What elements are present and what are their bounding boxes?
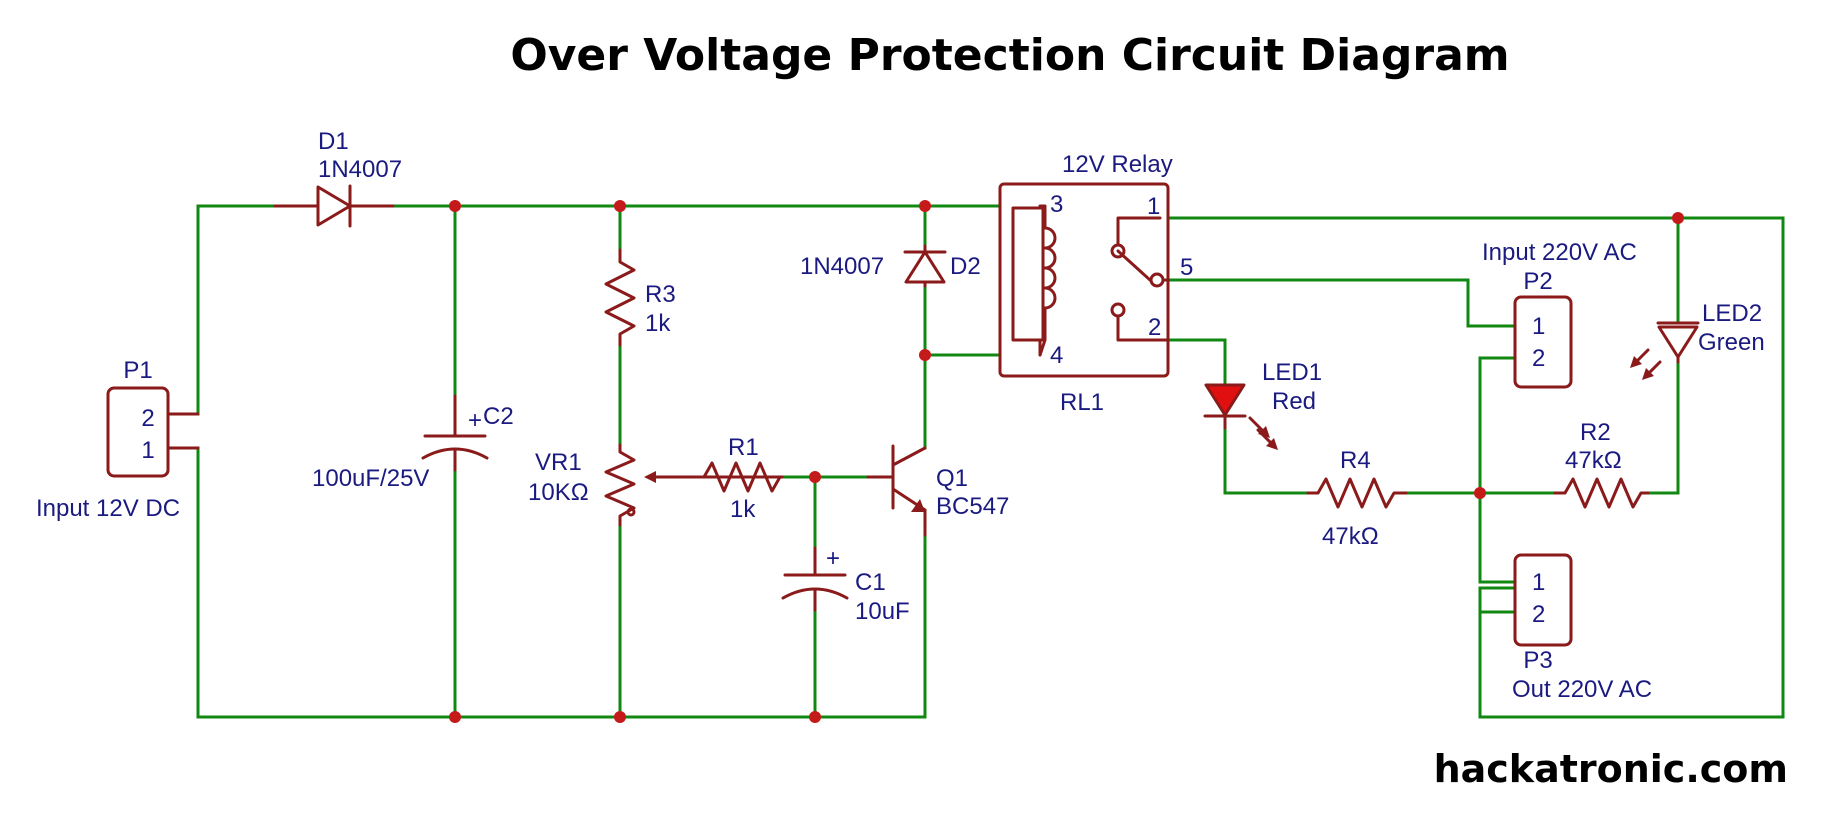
capacitor-c2: + C2 100uF/25V (312, 394, 514, 492)
p3-caption: Out 220V AC (1512, 676, 1652, 703)
d2-value: 1N4007 (800, 253, 884, 280)
resistor-r1: R1 1k (694, 434, 784, 523)
rl1-pin-1: 1 (1147, 193, 1160, 220)
led1-value: Red (1272, 388, 1316, 415)
rl1-ref: RL1 (1060, 389, 1104, 416)
q1-ref: Q1 (936, 465, 968, 492)
vr1-value: 10KΩ (528, 479, 589, 506)
r4-ref: R4 (1340, 447, 1371, 474)
d1-value: 1N4007 (318, 156, 402, 183)
led-led1: LED1 Red (1203, 359, 1322, 450)
diode-d1: D1 1N4007 (273, 128, 402, 228)
vr1-ref: VR1 (535, 449, 582, 476)
led1-ref: LED1 (1262, 359, 1322, 386)
diagram-title: Over Voltage Protection Circuit Diagram (510, 30, 1509, 81)
led2-ref: LED2 (1702, 300, 1762, 327)
d2-ref: D2 (950, 253, 981, 280)
rl1-pin-2: 2 (1148, 314, 1161, 341)
rl1-pin-3: 3 (1050, 191, 1063, 218)
c2-value: 100uF/25V (312, 465, 429, 492)
c1-ref: C1 (855, 569, 886, 596)
transistor-q1: Q1 BC547 (866, 444, 1009, 537)
p3-pin-1: 1 (1532, 569, 1545, 596)
p3-ref: P3 (1523, 647, 1552, 674)
resistor-r2: R2 47kΩ (1553, 419, 1650, 509)
c1-value: 10uF (855, 598, 910, 625)
rl1-title: 12V Relay (1062, 151, 1173, 178)
rl1-pin-4: 4 (1050, 342, 1063, 369)
led2-value: Green (1698, 329, 1765, 356)
c2-polarity: + (468, 407, 482, 434)
r3-value: 1k (645, 310, 671, 337)
watermark-brand: hackatronic.com (1434, 747, 1788, 791)
r2-ref: R2 (1580, 419, 1611, 446)
connector-p3: 1 2 P3 Out 220V AC (1512, 553, 1652, 703)
p1-pin-1: 1 (141, 437, 154, 464)
connector-p2: 1 2 P2 Input 220V AC (1482, 239, 1637, 389)
connector-p1: 2 1 P1 Input 12V DC (36, 357, 200, 522)
p2-pin-2: 2 (1532, 345, 1545, 372)
q1-value: BC547 (936, 493, 1009, 520)
p2-caption: Input 220V AC (1482, 239, 1637, 266)
diode-d2: 1N4007 D2 (800, 244, 981, 288)
d1-ref: D1 (318, 128, 349, 155)
r2-value: 47kΩ (1565, 447, 1622, 474)
wires (196, 204, 1785, 719)
p1-ref: P1 (123, 357, 152, 384)
p2-ref: P2 (1523, 268, 1552, 295)
led-led2: LED2 Green (1630, 300, 1765, 380)
resistor-r4: R4 47kΩ (1306, 447, 1408, 550)
potentiometer-vr1: VR1 10KΩ (528, 443, 784, 527)
resistor-r3: R3 1k (604, 248, 676, 347)
c1-polarity: + (826, 545, 840, 572)
r1-ref: R1 (728, 434, 759, 461)
p1-caption: Input 12V DC (36, 495, 180, 522)
p1-pin-2: 2 (141, 405, 154, 432)
r1-value: 1k (730, 496, 756, 523)
p3-pin-2: 2 (1532, 601, 1545, 628)
c2-ref: C2 (483, 403, 514, 430)
r4-value: 47kΩ (1322, 523, 1379, 550)
capacitor-c1: + C1 10uF (781, 545, 910, 625)
rl1-pin-5: 5 (1180, 254, 1193, 281)
r3-ref: R3 (645, 281, 676, 308)
p2-pin-1: 1 (1532, 313, 1545, 340)
relay-rl1: 12V Relay 3 1 5 2 4 RL1 (998, 151, 1193, 416)
junction-dots (449, 200, 1684, 723)
